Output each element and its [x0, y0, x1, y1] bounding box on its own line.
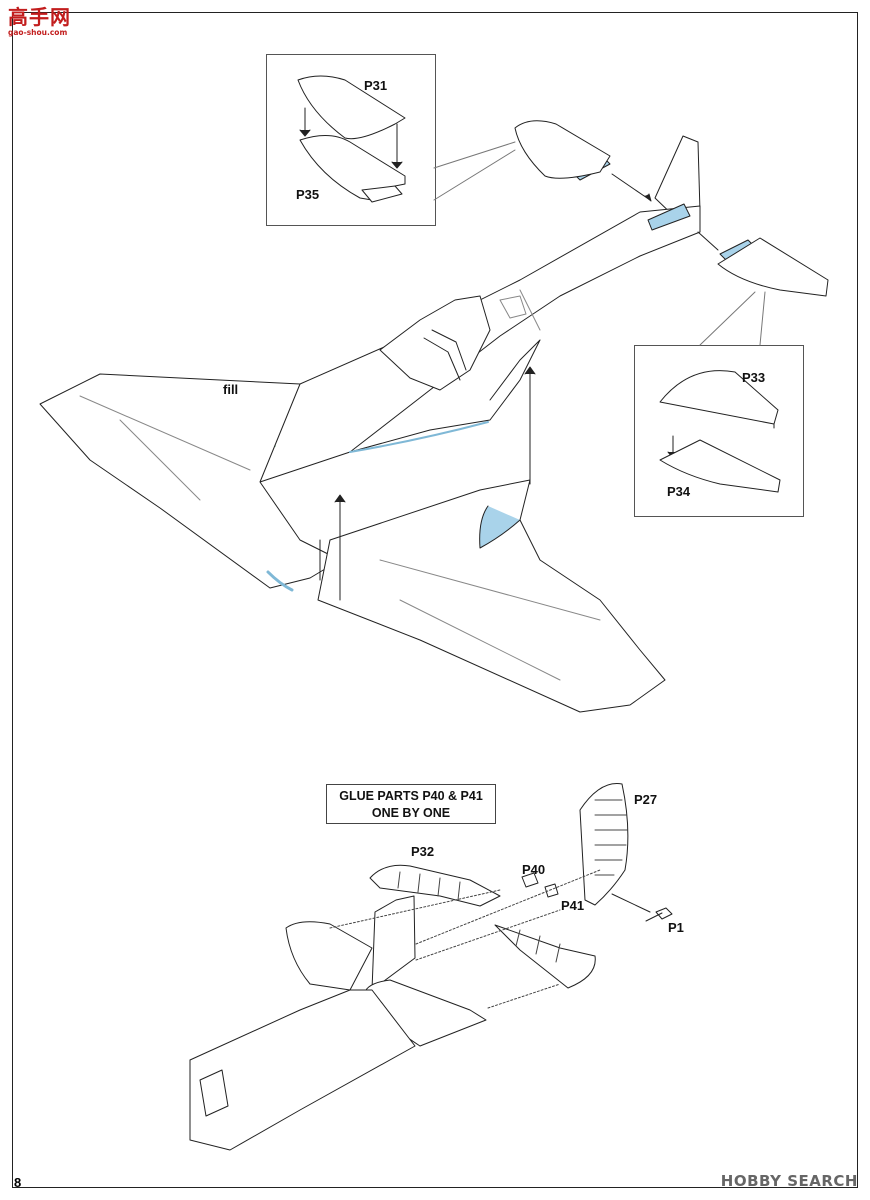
label-p32: P32: [411, 844, 435, 859]
watermark-text: 高手网: [8, 5, 71, 29]
part-p35-drawing: [299, 135, 406, 203]
part-p33-drawing: [659, 370, 779, 425]
glue-instruction-note: GLUE PARTS P40 & P41 ONE BY ONE: [326, 784, 496, 824]
page-frame: [12, 12, 858, 1188]
tail-assembly-drawing: [189, 783, 673, 1151]
label-p31: P31: [364, 78, 388, 93]
label-p33: P33: [742, 370, 766, 385]
page-number: 8: [14, 1175, 22, 1190]
label-p40: P40: [522, 862, 546, 877]
part-p34-drawing: [659, 439, 781, 493]
hobby-search-logo: HOBBY SEARCH: [720, 1172, 858, 1190]
note-line-1: GLUE PARTS P40 & P41: [339, 789, 483, 803]
label-p34: P34: [667, 484, 691, 499]
label-p35: P35: [296, 187, 320, 202]
airframe-drawing: [39, 120, 829, 713]
label-p1: P1: [668, 920, 684, 935]
label-p41: P41: [561, 898, 585, 913]
watermark-logo: 高手网 gao-shou.com: [8, 6, 71, 37]
watermark-url: gao-shou.com: [8, 28, 68, 37]
callout-elevator-parts: [266, 54, 436, 226]
label-fill: fill: [223, 382, 239, 397]
part-p31-drawing: [297, 75, 406, 140]
note-line-2: ONE BY ONE: [371, 806, 451, 820]
label-p27: P27: [634, 792, 658, 807]
